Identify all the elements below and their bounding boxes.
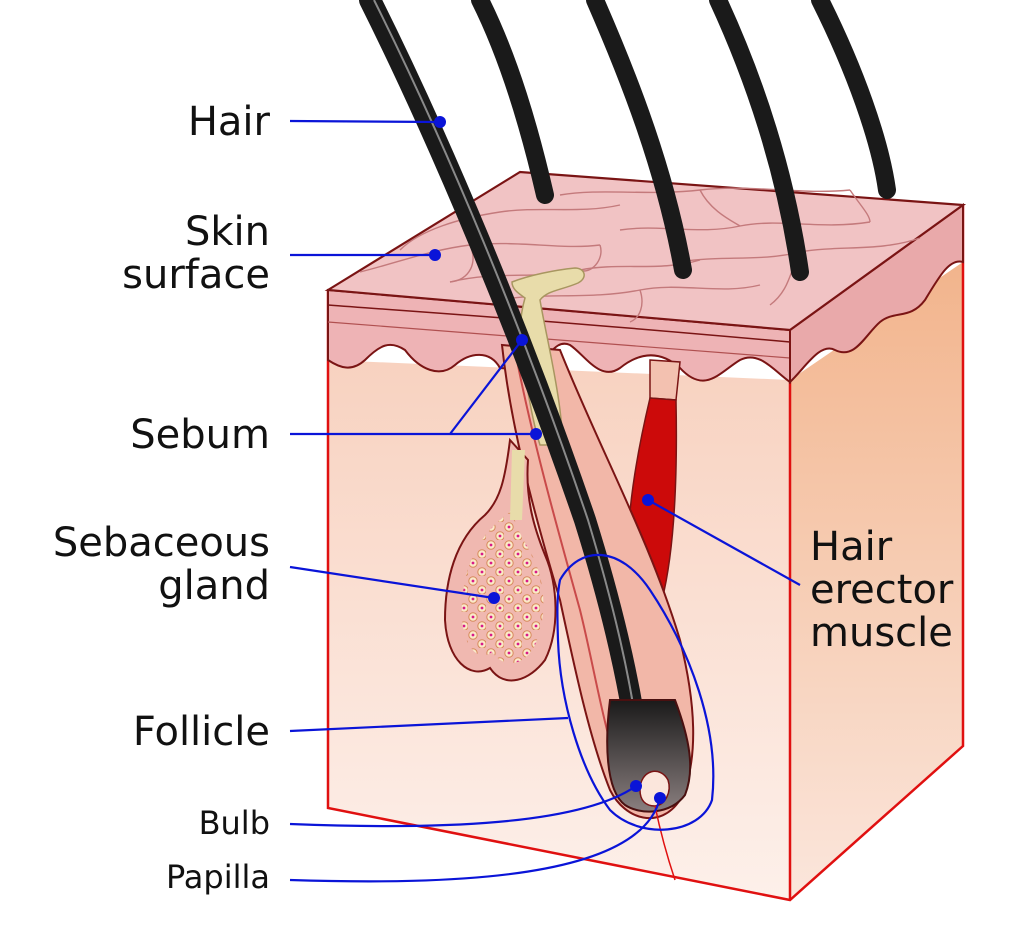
label-hair-erector-muscle-line2: erector — [810, 567, 954, 613]
label-hair-erector-muscle-line3: muscle — [810, 610, 953, 656]
main-hair — [359, 0, 651, 771]
leader-sebum-dot-1 — [516, 334, 528, 346]
label-skin-surface-line2: surface — [122, 252, 270, 298]
leader-hair-erector-muscle-dot — [642, 494, 654, 506]
leader-lines — [289, 116, 801, 883]
leader-sebaceous-gland-dot — [488, 592, 500, 604]
leader-hair-erector-muscle — [647, 499, 801, 586]
label-follicle: Follicle — [133, 709, 270, 755]
leader-skin-surface-dot — [429, 249, 441, 261]
epidermis-side — [789, 203, 964, 385]
leader-follicle — [289, 716, 569, 733]
label-sebaceous-gland-line1: Sebaceous — [53, 520, 270, 566]
labels: Hair Skin surface Sebum Sebaceous gland … — [53, 99, 954, 896]
hair-strand-3 — [586, 0, 692, 279]
hair-strand-5 — [811, 0, 896, 199]
leader-papilla-dot — [654, 792, 666, 804]
leader-bulb-dot — [630, 780, 642, 792]
leader-sebum-dot-2 — [530, 428, 542, 440]
label-papilla: Papilla — [166, 858, 270, 896]
background-hairs — [471, 0, 896, 281]
leader-hair — [289, 119, 441, 124]
leader-hair-dot — [434, 116, 446, 128]
sebaceous-gland — [443, 437, 557, 682]
leader-sebum — [290, 339, 536, 436]
label-bulb: Bulb — [199, 804, 270, 842]
follicle-outline — [556, 553, 715, 831]
hair-strand-4 — [709, 0, 809, 281]
hair-strand-2 — [471, 0, 554, 204]
leader-papilla — [289, 797, 662, 883]
leader-bulb — [289, 785, 637, 828]
epidermis — [324, 170, 967, 385]
label-skin-surface-line1: Skin — [185, 209, 270, 255]
label-sebaceous-gland-line2: gland — [158, 563, 270, 609]
label-hair-erector-muscle-line1: Hair — [810, 524, 893, 570]
label-sebum: Sebum — [130, 412, 270, 458]
label-hair: Hair — [188, 99, 271, 145]
dermis-side-face — [790, 262, 963, 900]
leader-sebaceous-gland — [289, 565, 495, 600]
